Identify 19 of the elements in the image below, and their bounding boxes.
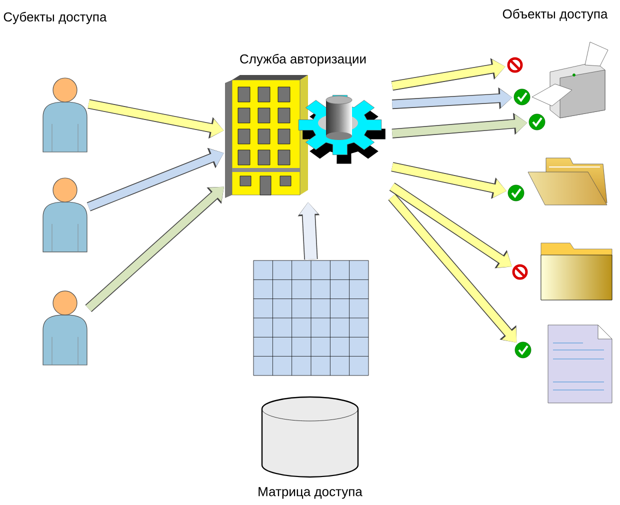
block-arrow	[85, 186, 224, 312]
prohibited-icon	[507, 57, 523, 73]
person-drawing	[42, 290, 88, 366]
person-drawing	[42, 178, 88, 252]
check-icon	[508, 184, 524, 202]
grid-drawing	[253, 260, 369, 376]
person-drawing	[42, 78, 88, 152]
heading: Субекты доступа	[4, 12, 107, 24]
heading: Объекты доступа	[502, 8, 608, 22]
node-title: Матрица доступа	[258, 487, 362, 499]
prohibited-icon	[512, 264, 528, 280]
printer-drawing	[532, 42, 608, 118]
document-drawing	[548, 324, 612, 404]
node-title: Служба авторизации	[240, 54, 366, 66]
check-icon	[514, 342, 532, 358]
open-folder-drawing	[528, 158, 608, 206]
check-icon	[514, 88, 530, 106]
check-icon	[528, 114, 546, 130]
folder-drawing	[540, 242, 612, 300]
